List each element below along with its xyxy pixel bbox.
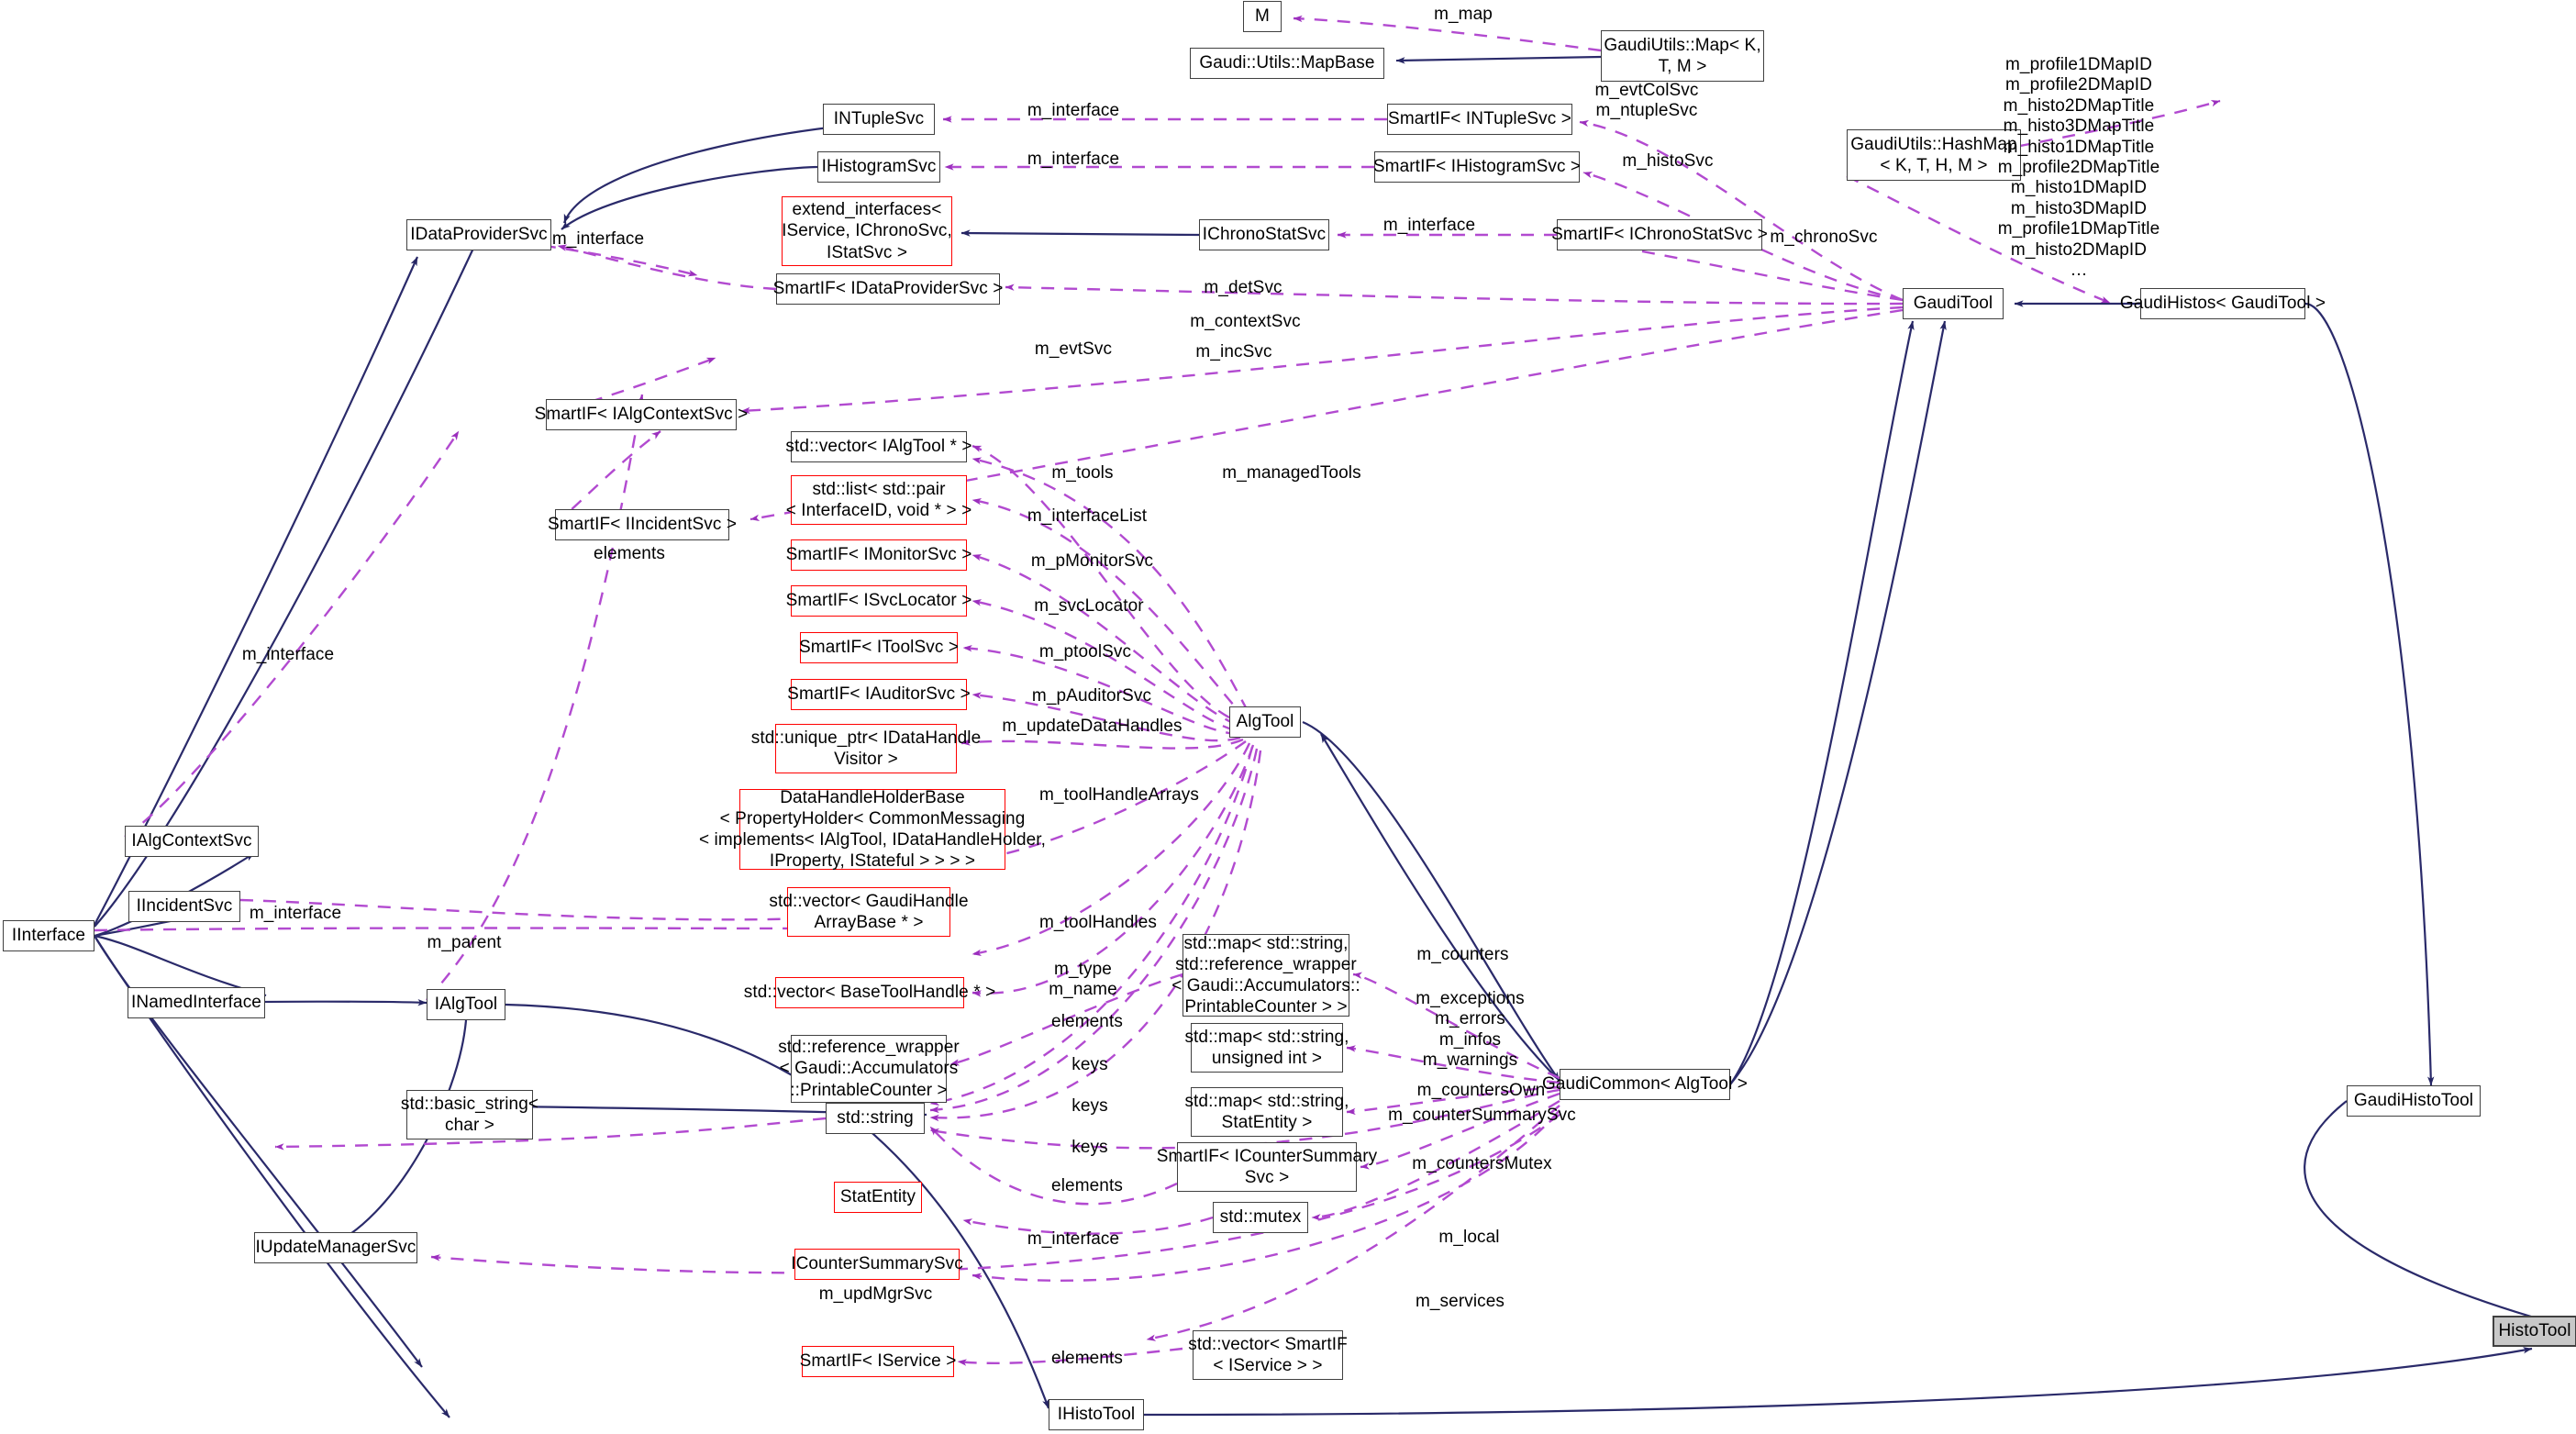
class-node-intuplesvc[interactable]: INTupleSvc xyxy=(823,104,935,135)
class-node-smartif_imonitorsvc[interactable]: SmartIF< IMonitorSvc > xyxy=(786,539,972,571)
class-node-list_pair[interactable]: std::list< std::pair < InterfaceID, void… xyxy=(786,475,972,525)
edge-label-lbl_m_countersown: m_countersOwn xyxy=(1416,1081,1546,1100)
class-node-vec_smartif_iservice[interactable]: std::vector< SmartIF < IService > > xyxy=(1188,1330,1348,1380)
edge-label-lbl_m_interface_3: m_interface xyxy=(1382,216,1476,235)
edge-label-lbl_m_countersumsvc: m_counterSummarySvc xyxy=(1388,1106,1576,1125)
edge-label-lbl_m_evtcol_ntuple: m_evtColSvc m_ntupleSvc xyxy=(1594,81,1699,121)
edge-label-lbl_m_interfacelist: m_interfaceList xyxy=(1027,506,1148,526)
class-node-inamedinterface[interactable]: INamedInterface xyxy=(128,987,265,1018)
edge-label-lbl_m_counters: m_counters xyxy=(1416,945,1509,964)
edge-label-lbl_m_type_name: m_type m_name xyxy=(1049,960,1117,1000)
class-node-ichronostatsvc[interactable]: IChronoStatSvc xyxy=(1199,219,1329,250)
edge-label-lbl_m_toolhandles: m_toolHandles xyxy=(1038,913,1158,932)
class-node-iinterface[interactable]: IInterface xyxy=(3,920,94,951)
edge-label-lbl_m_map: m_map xyxy=(1434,5,1493,24)
class-node-M[interactable]: M xyxy=(1243,1,1282,32)
class-node-gaudicommon_algtool[interactable]: GaudiCommon< AlgTool > xyxy=(1542,1069,1748,1100)
class-node-ghashmap[interactable]: GaudiUtils::HashMap < K, T, H, M > xyxy=(1847,129,2021,181)
edge-label-lbl_m_toolhandlearr: m_toolHandleArrays xyxy=(1039,785,1199,805)
class-node-smartif_iauditorsvc[interactable]: SmartIF< IAuditorSvc > xyxy=(787,679,971,710)
class-node-datahandleholderbase[interactable]: DataHandleHolderBase < PropertyHolder< C… xyxy=(698,787,1047,872)
class-node-smartif_idataprov[interactable]: SmartIF< IDataProviderSvc > xyxy=(773,273,1003,305)
class-node-ialgcontextsvc[interactable]: IAlgContextSvc xyxy=(125,826,259,857)
edge-label-lbl_m_countersmutex: m_countersMutex xyxy=(1412,1154,1552,1173)
class-node-smartif_ichronostat[interactable]: SmartIF< IChronoStatSvc > xyxy=(1551,219,1768,250)
class-node-gmap[interactable]: GaudiUtils::Map< K, T, M > xyxy=(1601,30,1764,82)
edge-label-lbl_elements_1: elements xyxy=(594,544,665,563)
edge-label-lbl_m_interface_1: m_interface xyxy=(1027,101,1120,120)
class-node-algtool[interactable]: AlgTool xyxy=(1229,706,1301,738)
class-node-smartif_iincidentsvc[interactable]: SmartIF< IIncidentSvc > xyxy=(548,509,737,540)
edge-label-lbl_m_services: m_services xyxy=(1415,1292,1505,1311)
edge-label-lbl_m_svclocator: m_svcLocator xyxy=(1034,596,1144,616)
class-node-iincidentsvc[interactable]: IIncidentSvc xyxy=(128,891,240,922)
edge-label-lbl_m_tools: m_tools xyxy=(1051,463,1114,483)
edge-label-lbl_m_detsvc: m_detSvc xyxy=(1204,278,1282,297)
class-node-vec_gaudihandlearray[interactable]: std::vector< GaudiHandle ArrayBase * > xyxy=(769,887,969,937)
class-node-smartif_ialgctxsvc[interactable]: SmartIF< IAlgContextSvc > xyxy=(535,399,748,430)
class-node-ialgtool[interactable]: IAlgTool xyxy=(427,989,505,1020)
edge-label-lbl_m_incsvc: m_incSvc xyxy=(1195,342,1272,361)
class-node-idataprovidersvc[interactable]: IDataProviderSvc xyxy=(406,219,551,250)
class-node-smartif_itoolsvc[interactable]: SmartIF< IToolSvc > xyxy=(799,632,959,663)
class-node-ihistotool[interactable]: IHistoTool xyxy=(1049,1399,1144,1430)
class-node-smartif_isvclocator[interactable]: SmartIF< ISvcLocator > xyxy=(786,585,972,617)
edge-label-lbl_m_interface_4: m_interface xyxy=(551,229,645,249)
edge-label-lbl_m_updmgrsvc: m_updMgrSvc xyxy=(818,1284,933,1304)
class-node-icountersummarysvc[interactable]: ICounterSummarySvc xyxy=(791,1249,963,1280)
class-node-smartif_icountersum[interactable]: SmartIF< ICounterSummary Svc > xyxy=(1157,1142,1377,1192)
edge-label-lbl_elements_2: elements xyxy=(1051,1012,1123,1031)
edge-label-lbl_m_pauditorsvc: m_pAuditorSvc xyxy=(1031,686,1152,706)
class-node-histotool[interactable]: HistoTool xyxy=(2493,1316,2576,1347)
edge-label-lbl_m_exceptions: m_exceptions m_errors m_infos m_warnings xyxy=(1416,989,1525,1071)
edge-label-lbl_m_profile_list: m_profile1DMapID m_profile2DMapID m_hist… xyxy=(1997,55,2160,281)
class-node-map_refwrap_counter[interactable]: std::map< std::string, std::reference_wr… xyxy=(1171,933,1360,1017)
edge-label-lbl_m_histosvc: m_histoSvc xyxy=(1622,151,1714,171)
class-node-extend_interfaces[interactable]: extend_interfaces< IService, IChronoSvc,… xyxy=(782,196,952,266)
edge-label-lbl_elements_3: elements xyxy=(1051,1176,1123,1195)
edge-label-lbl_m_managedtools: m_managedTools xyxy=(1222,463,1361,483)
class-node-vec_ialgtool[interactable]: std::vector< IAlgTool * > xyxy=(785,431,972,462)
edge-label-lbl_m_interface_6: m_interface xyxy=(249,904,342,923)
inheritance-edges xyxy=(94,55,2576,1418)
class-node-map_string_statentity[interactable]: std::map< std::string, StatEntity > xyxy=(1184,1087,1349,1137)
class-node-refwrap_printable[interactable]: std::reference_wrapper < Gaudi::Accumula… xyxy=(778,1035,960,1103)
class-node-ihistogramsvc[interactable]: IHistogramSvc xyxy=(817,151,940,183)
edge-label-lbl_m_interface_2: m_interface xyxy=(1027,150,1120,169)
class-node-mapbase[interactable]: Gaudi::Utils::MapBase xyxy=(1190,48,1384,79)
class-node-vec_basetoolhandle[interactable]: std::vector< BaseToolHandle * > xyxy=(744,977,995,1008)
edge-label-lbl_m_local: m_local xyxy=(1438,1228,1500,1247)
class-node-std_mutex[interactable]: std::mutex xyxy=(1213,1202,1308,1233)
class-node-std_string[interactable]: std::string xyxy=(826,1103,925,1134)
edge-label-lbl_keys_1: keys xyxy=(1071,1055,1108,1074)
edge-label-lbl_m_ptoolsvc: m_ptoolSvc xyxy=(1038,642,1132,661)
class-node-gaudihistotool[interactable]: GaudiHistoTool xyxy=(2347,1085,2481,1117)
class-node-statentity[interactable]: StatEntity xyxy=(834,1182,922,1213)
class-node-uptr_datahandlevis[interactable]: std::unique_ptr< IDataHandle Visitor > xyxy=(751,724,981,773)
class-node-smartif_intuplesvc[interactable]: SmartIF< INTupleSvc > xyxy=(1387,104,1572,135)
class-node-smartif_ihistosvc[interactable]: SmartIF< IHistogramSvc > xyxy=(1373,151,1581,183)
edge-label-lbl_m_contextsvc: m_contextSvc xyxy=(1190,312,1301,331)
edge-label-lbl_keys_2: keys xyxy=(1071,1096,1108,1116)
edge-label-lbl_elements_4: elements xyxy=(1051,1349,1123,1368)
class-node-iupdatemanagersvc[interactable]: IUpdateManagerSvc xyxy=(254,1232,417,1263)
class-node-map_string_uint[interactable]: std::map< std::string, unsigned int > xyxy=(1184,1023,1349,1073)
edge-label-lbl_m_interface_5: m_interface xyxy=(241,645,335,664)
edge-label-lbl_m_chronosvc: m_chronoSvc xyxy=(1770,228,1878,247)
edge-label-lbl_m_evtsvc: m_evtSvc xyxy=(1034,339,1113,359)
class-node-gaudihistos_gauditool[interactable]: GaudiHistos< GaudiTool > xyxy=(2120,288,2326,319)
edge-label-lbl_m_interface_7: m_interface xyxy=(1027,1229,1120,1249)
class-node-basic_string_char[interactable]: std::basic_string< char > xyxy=(401,1090,539,1139)
class-node-gauditool[interactable]: GaudiTool xyxy=(1903,288,2004,319)
class-node-smartif_iservice[interactable]: SmartIF< IService > xyxy=(800,1346,956,1377)
edge-label-lbl_m_pmonitorsvc: m_pMonitorSvc xyxy=(1030,551,1154,571)
edge-label-lbl_keys_3: keys xyxy=(1071,1138,1108,1157)
edge-label-lbl_m_updatedh: m_updateDataHandles xyxy=(1002,717,1183,736)
edge-label-lbl_m_parent: m_parent xyxy=(427,933,502,952)
